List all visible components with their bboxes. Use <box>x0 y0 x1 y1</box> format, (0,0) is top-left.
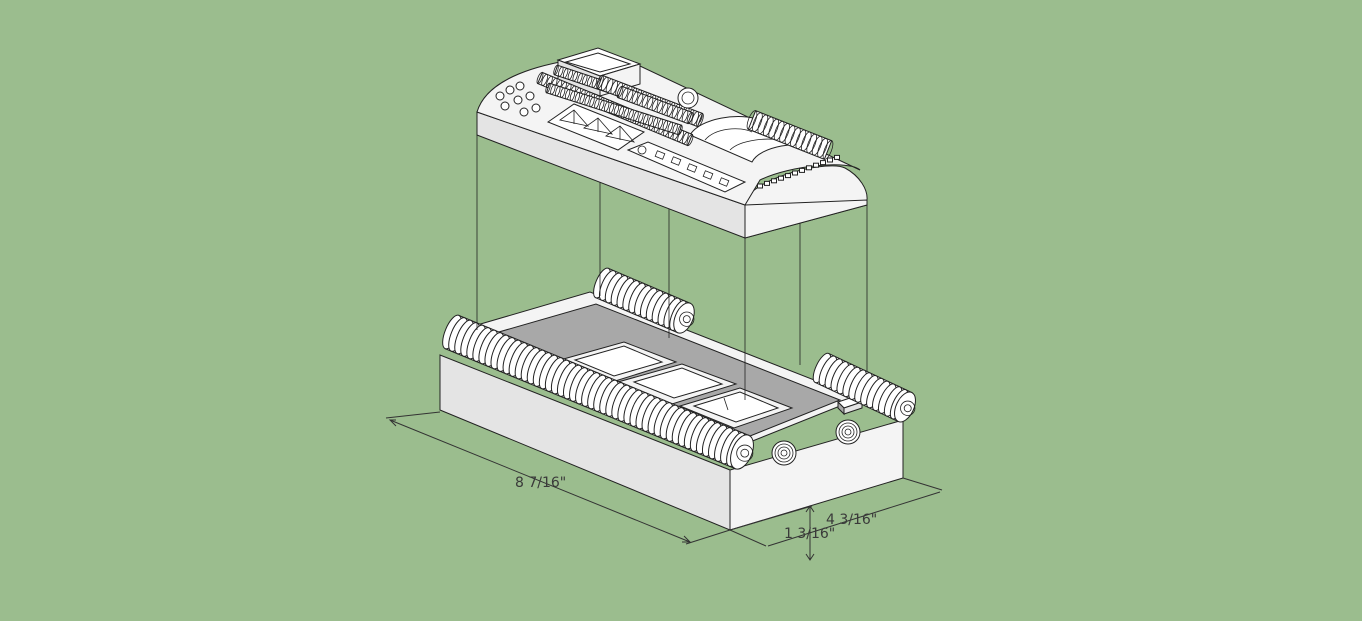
roof-rod-ring <box>646 97 654 110</box>
roof-rod-ring <box>562 68 569 79</box>
rear-pipe-left-cap <box>673 302 695 334</box>
vent-right <box>835 419 861 445</box>
roof-rivet <box>813 162 819 168</box>
roof-rod-ring <box>567 69 574 80</box>
roof-rod-ring <box>636 93 644 106</box>
roof-rod-ring <box>628 109 634 120</box>
roof-rod-ring <box>616 85 624 99</box>
explode-guide-lines <box>476 118 868 400</box>
roof-rod-ring <box>574 92 580 103</box>
roof-rivet <box>799 167 805 173</box>
roof-rod-ring <box>643 113 649 125</box>
roof-control-panel <box>626 141 747 193</box>
roof-rod-ring <box>582 74 588 85</box>
roof-rod-ring <box>641 95 649 108</box>
roof-rivet <box>785 173 791 179</box>
roof-rod-ring <box>586 76 593 87</box>
dimension-length: 8 7/16" <box>385 411 731 545</box>
roof-rod-ring <box>608 103 615 114</box>
roof-rod-ring <box>579 93 585 105</box>
roof-rod-ring <box>536 71 544 85</box>
roof-rivet <box>820 160 826 166</box>
roof-gear <box>677 87 699 109</box>
roof-rod-ring <box>577 72 583 84</box>
roof-rivet <box>834 154 840 160</box>
roof-rod-ring <box>667 121 673 133</box>
roof-end-face <box>744 199 868 239</box>
roof-rod-ring <box>686 133 694 147</box>
roof-greeble-rods <box>536 64 704 147</box>
roof-rod-ring <box>696 112 704 128</box>
vent-left <box>771 440 797 466</box>
dimension-height: 1 3/16" <box>729 505 835 561</box>
roof-rod-ring <box>545 82 551 94</box>
roof-rod-ring <box>676 108 684 121</box>
roof-rivet <box>764 180 770 186</box>
roof-rod-ring <box>681 132 689 145</box>
roof-knobs <box>495 81 541 117</box>
roof-rod-ring <box>677 124 683 136</box>
roof-rod-ring <box>657 118 664 129</box>
roof-rivet-row <box>757 154 840 189</box>
dimension-width-label: 4 3/16" <box>826 512 877 528</box>
dimension-height-label: 1 3/16" <box>784 526 835 542</box>
roof-rod-ring <box>626 89 634 102</box>
roof-rod-ring <box>621 87 629 100</box>
roof-rod-ring <box>661 102 669 115</box>
roof-rod-ring <box>652 117 659 128</box>
roof-rivet <box>792 170 798 176</box>
roof-rod-ring <box>623 107 629 119</box>
rear-greeble-pipe-left <box>593 267 695 334</box>
roof-rivet <box>827 157 833 163</box>
roof-rod-ring <box>633 110 639 122</box>
roof-rod-ring <box>589 96 595 108</box>
roof-rod-ring <box>591 77 598 88</box>
roof-rod-ring <box>651 98 659 112</box>
roof-pyramid-tray <box>546 103 646 151</box>
roof-rod-ring <box>662 120 668 131</box>
dimension-length-label: 8 7/16" <box>515 475 566 491</box>
front-greeble-pipe <box>442 314 754 470</box>
roof-rod-ring <box>638 112 644 123</box>
rear-greeble-pipe-right <box>812 352 916 423</box>
roof-rod-ring <box>656 100 664 113</box>
roof-rod-ring <box>594 98 600 109</box>
roof-rod-ring <box>686 111 694 125</box>
roof-rod-ring <box>671 106 679 119</box>
roof-rod-ring <box>672 123 678 134</box>
rear-pipe-right-cap <box>894 391 916 423</box>
roof-rod-ring <box>584 95 590 106</box>
roof-rod-ring <box>560 87 566 98</box>
dimension-width: 4 3/16" <box>729 477 943 547</box>
roof-module <box>476 47 868 239</box>
roof-rod-ring <box>545 75 553 88</box>
roof-rod-ring <box>618 106 624 117</box>
roof-rod-ring <box>613 104 620 115</box>
roof-rod-ring <box>681 110 689 123</box>
front-pipe-cap <box>730 434 754 470</box>
roof-rod-ring <box>666 104 674 117</box>
roof-rod-ring <box>564 89 571 100</box>
roof-rivet <box>757 183 763 189</box>
roof-rivet <box>806 165 812 171</box>
roof-rod-ring <box>569 90 576 101</box>
roof-rod-ring <box>631 91 639 104</box>
roof-rod-ring <box>558 66 564 77</box>
roof-end-roller <box>746 110 834 160</box>
roof-rod-ring <box>555 85 561 97</box>
roof-rod-ring <box>604 101 610 112</box>
roof-rod-ring <box>550 84 556 95</box>
roof-rivet <box>771 178 777 184</box>
roof-rod-ring <box>572 71 578 82</box>
roof-rod-ring <box>553 64 559 76</box>
roof-rivet <box>778 175 784 181</box>
roof-rod-ring <box>599 99 605 111</box>
roof-rod-ring <box>541 73 549 86</box>
roof-rod-ring <box>648 115 654 126</box>
